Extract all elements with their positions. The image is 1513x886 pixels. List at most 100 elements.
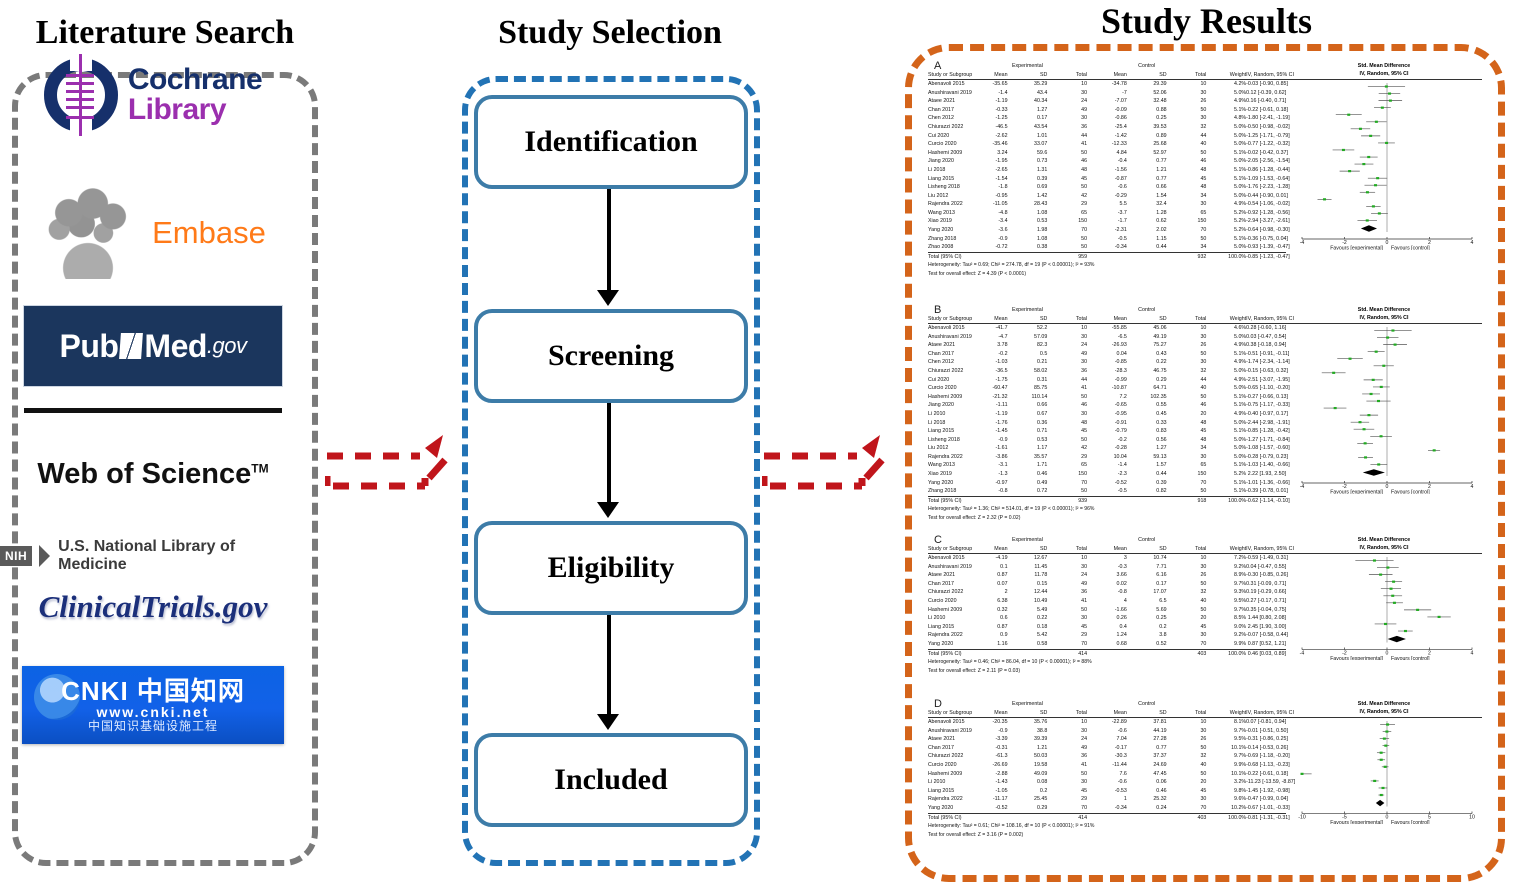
col-e-total: Total xyxy=(1047,70,1088,81)
cnki-wordmark: CNKI 中国知网 xyxy=(61,676,245,706)
red-dashed-arrow-left xyxy=(325,435,448,490)
svg-text:0: 0 xyxy=(1386,240,1389,246)
flow-connector-1 xyxy=(607,189,611,292)
overall-effect-text: Test for overall effect: Z = 3.16 (P = 0… xyxy=(928,831,1024,838)
stage-included[interactable]: Included xyxy=(474,733,748,827)
tree-icon xyxy=(40,187,137,279)
col-weight: Weight xyxy=(1206,314,1247,325)
col-study: Study or Subgroup xyxy=(928,708,972,719)
svg-text:Favours [control]: Favours [control] xyxy=(1391,245,1430,250)
svg-text:2: 2 xyxy=(1428,650,1431,656)
col-c-total: Total xyxy=(1166,544,1207,555)
col-e-sd: SD xyxy=(1007,708,1048,719)
col-weight: Weight xyxy=(1206,544,1247,555)
panel-label-a: A xyxy=(934,60,942,72)
group-header-control: Control xyxy=(1138,701,1156,707)
col-weight: Weight xyxy=(1206,70,1247,81)
svg-text:-10: -10 xyxy=(1298,814,1306,820)
svg-text:Favours [control]: Favours [control] xyxy=(1391,489,1430,494)
arrow-down-icon xyxy=(597,714,619,730)
col-c-mean: Mean xyxy=(1087,544,1127,555)
heterogeneity-text: Heterogeneity: Tau² = 0.69; Chi² = 274.7… xyxy=(928,262,1095,269)
heterogeneity-text: Heterogeneity: Tau² = 0.61; Chi² = 108.1… xyxy=(928,823,1095,830)
col-study: Study or Subgroup xyxy=(928,314,972,325)
col-ci: IV, Random, 95% CI xyxy=(1246,544,1294,555)
svg-text:-2: -2 xyxy=(1342,484,1347,490)
pubmed-wordmark-gov: .gov xyxy=(206,333,247,358)
overall-effect-text: Test for overall effect: Z = 4.39 (P < 0… xyxy=(928,270,1027,277)
stage-screening[interactable]: Screening xyxy=(474,309,748,403)
flow-connector-2 xyxy=(607,403,611,504)
stage-identification[interactable]: Identification xyxy=(474,95,748,189)
svg-text:4: 4 xyxy=(1471,650,1474,656)
col-study: Study or Subgroup xyxy=(928,70,972,81)
cochrane-wordmark-line1: Cochrane xyxy=(127,63,263,96)
web-of-science-logo: Web of ScienceTM xyxy=(0,436,306,512)
arrow-down-icon xyxy=(597,502,619,518)
svg-text:4: 4 xyxy=(1471,484,1474,490)
svg-text:-4: -4 xyxy=(1300,484,1305,490)
cochrane-library-logo: Cochrane Library xyxy=(0,30,306,160)
nih-nlm-logo: NIH U.S. National Library of Medicine xyxy=(0,530,306,582)
col-e-mean: Mean xyxy=(967,708,1008,719)
col-e-mean: Mean xyxy=(967,314,1008,325)
stage-eligibility[interactable]: Eligibility xyxy=(474,521,748,615)
heterogeneity-text: Heterogeneity: Tau² = 1.36; Chi² = 514.0… xyxy=(928,506,1095,513)
clinicaltrials-logo: ClinicalTrials.gov xyxy=(0,578,306,636)
group-header-control: Control xyxy=(1138,307,1156,313)
group-header-experimental: Experimental xyxy=(1011,63,1043,69)
flow-connector-3 xyxy=(607,615,611,716)
pubmed-wordmark-med: Med xyxy=(144,327,207,364)
col-e-mean: Mean xyxy=(967,544,1008,555)
graph-subtitle: IV, Random, 95% CI xyxy=(1286,708,1482,718)
col-ci: IV, Random, 95% CI xyxy=(1246,70,1294,81)
trademark-mark: TM xyxy=(251,460,269,475)
col-c-mean: Mean xyxy=(1087,70,1127,81)
group-header-experimental: Experimental xyxy=(1011,537,1043,543)
col-c-sd: SD xyxy=(1126,708,1167,719)
